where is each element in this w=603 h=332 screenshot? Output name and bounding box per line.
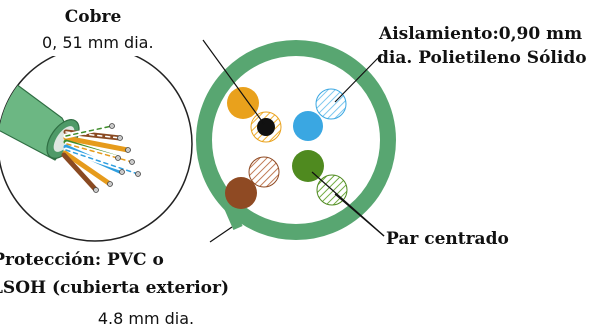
jacket-label-line1: Protección: PVC o xyxy=(0,250,164,270)
pair-brown xyxy=(225,156,280,209)
jacket-label-line2: LSOH (cubierta exterior) xyxy=(0,278,229,298)
insulation-leader xyxy=(334,57,379,103)
pair-blue xyxy=(293,88,347,141)
conductor-brown-stripe xyxy=(248,156,280,188)
conductor-blue-stripe xyxy=(315,88,347,120)
cable-inset xyxy=(0,4,210,242)
insulation-label-line1: Aislamiento:0,90 mm xyxy=(378,24,582,44)
jacket-tail xyxy=(223,203,243,230)
pair-label: Par centrado xyxy=(386,229,509,249)
cable-wires xyxy=(61,123,141,193)
jacket-leader xyxy=(209,226,233,243)
conductor-brown xyxy=(225,177,257,209)
copper-core xyxy=(257,118,275,136)
wire-tips xyxy=(93,123,141,193)
conductor-orange xyxy=(227,87,259,119)
pair-leader-2 xyxy=(334,193,385,237)
copper-title: Cobre xyxy=(65,7,122,27)
pair-orange xyxy=(227,87,282,143)
cross-section xyxy=(196,40,396,243)
jacket-value: 4.8 mm dia. xyxy=(98,309,194,328)
copper-value: 0, 51 mm dia. xyxy=(42,33,154,52)
conductor-green xyxy=(292,150,324,182)
copper-leader xyxy=(202,39,265,125)
jacket-ring xyxy=(196,40,396,240)
conductor-blue xyxy=(293,111,323,141)
insulation-label-line2: dia. Polietileno Sólido xyxy=(377,48,587,68)
copper-label-bg xyxy=(30,4,210,56)
leader-lines xyxy=(202,39,385,237)
